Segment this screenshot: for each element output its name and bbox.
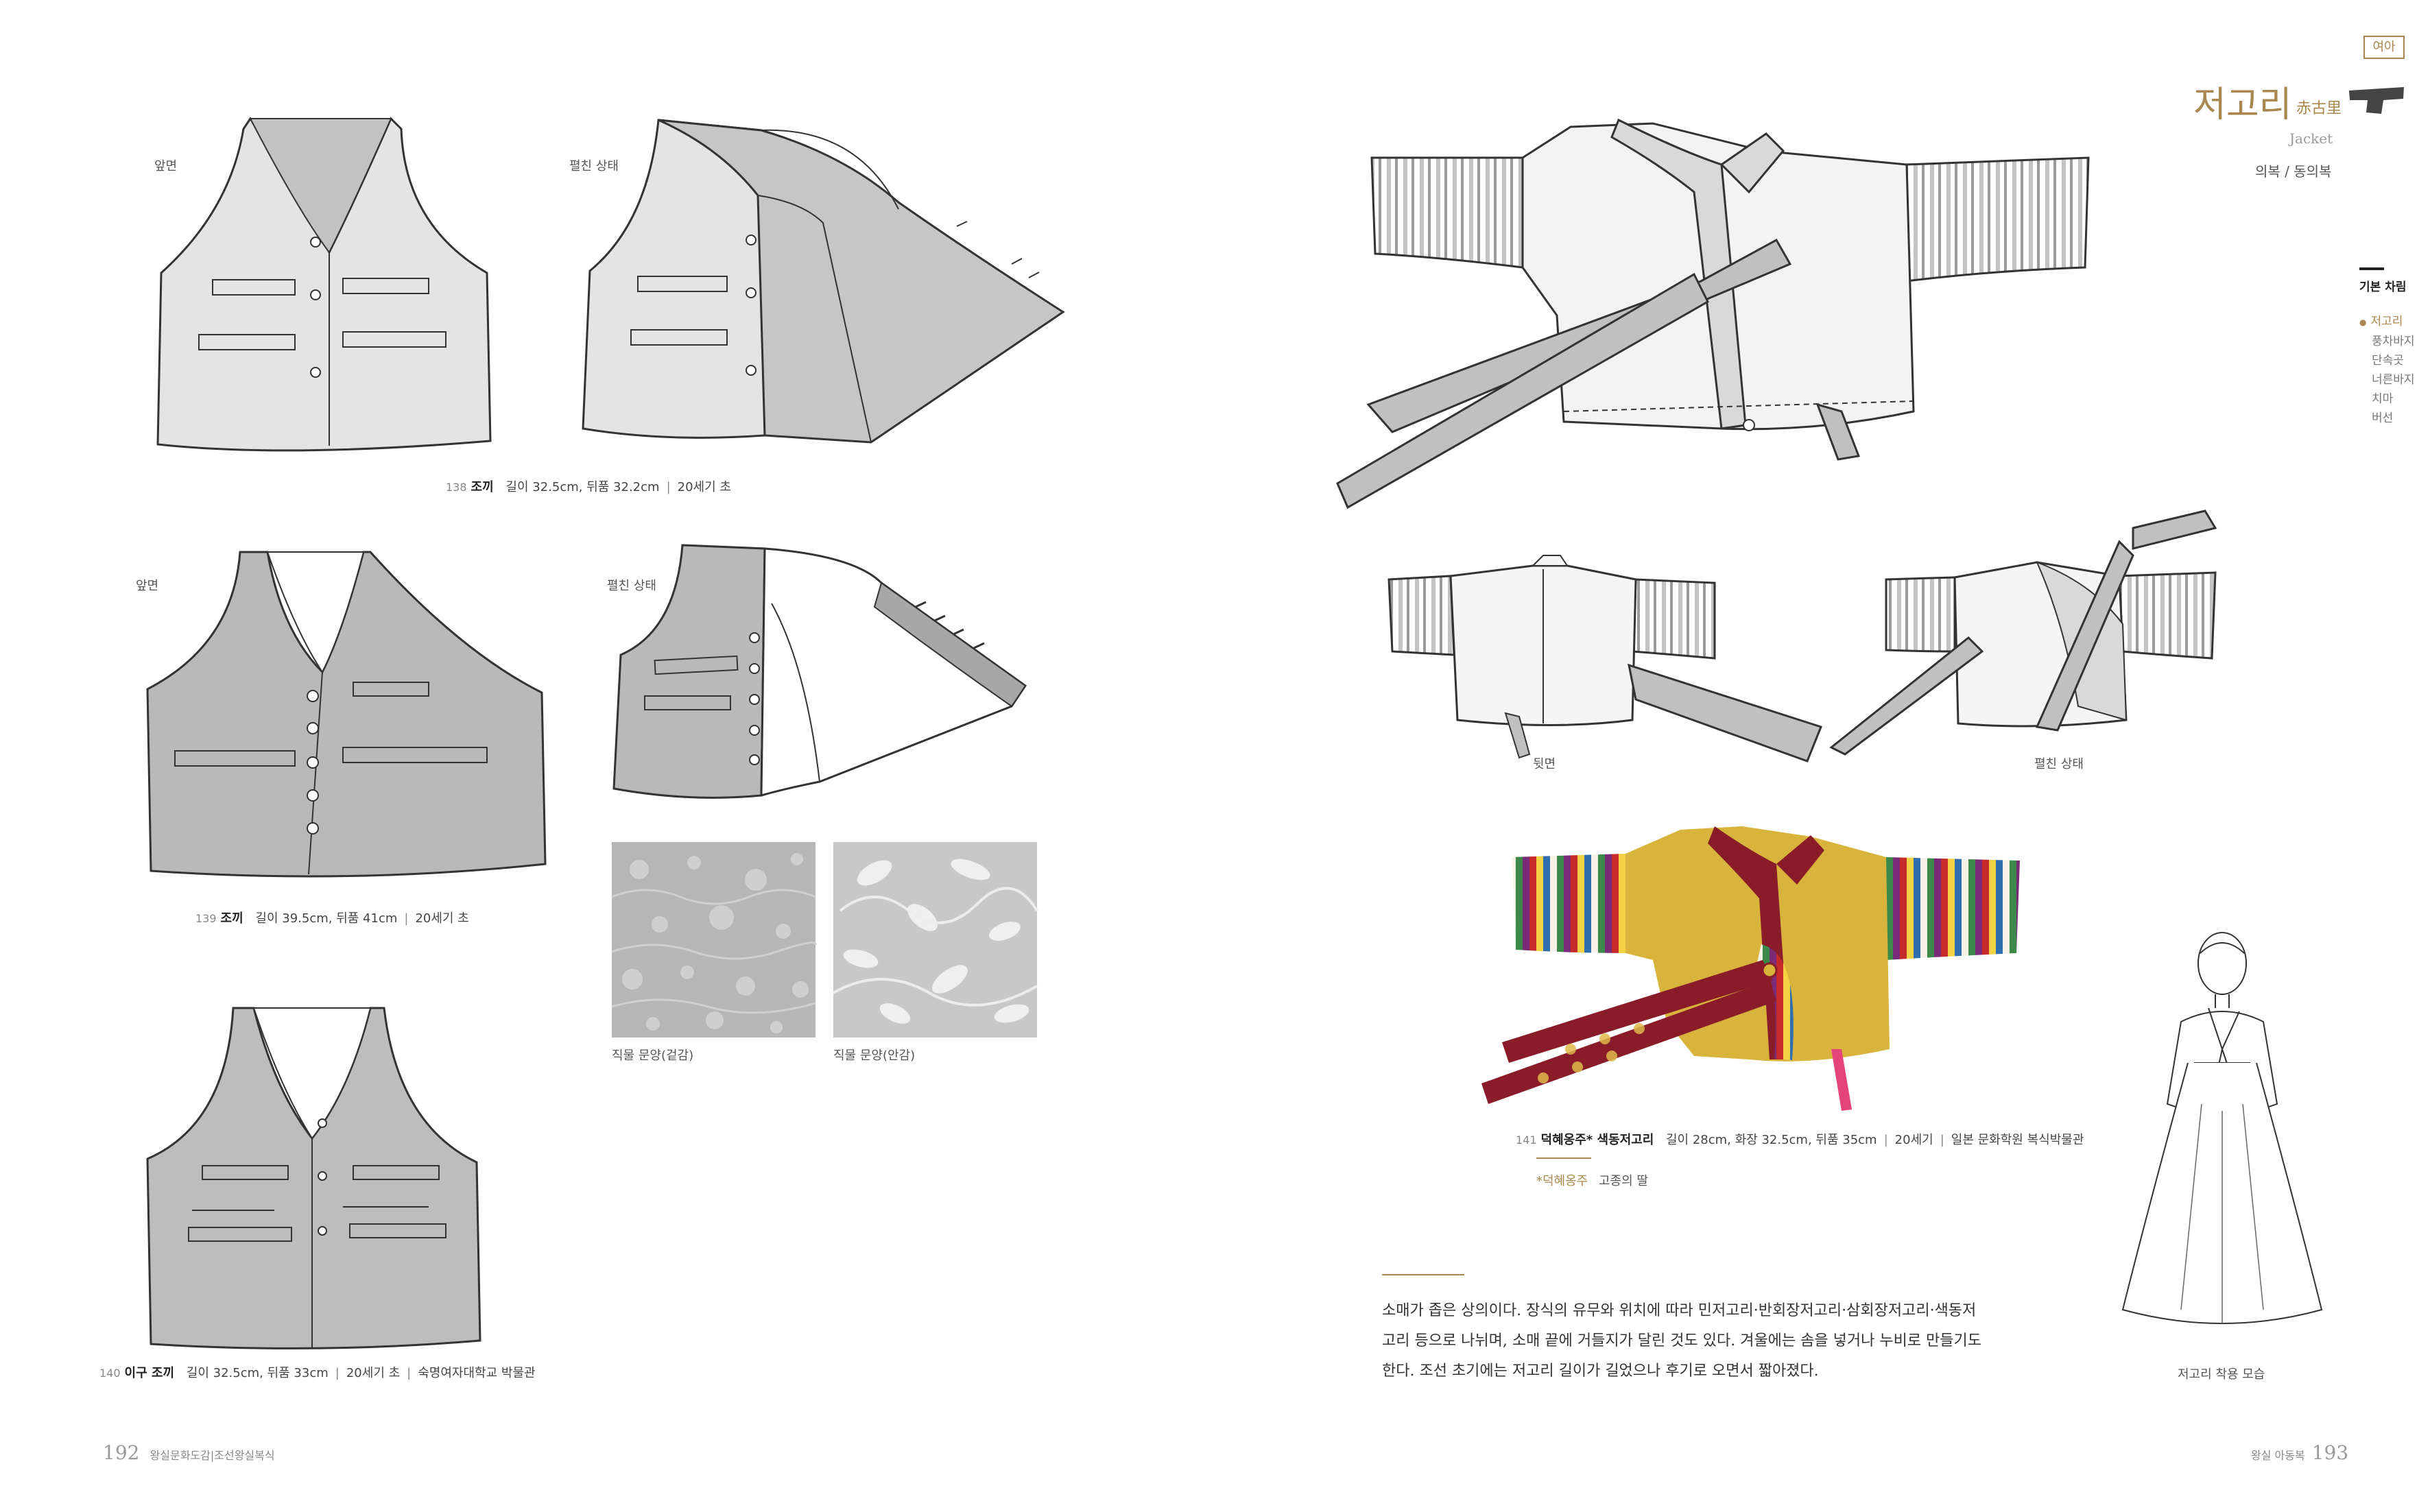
jeogori-photo bbox=[1481, 826, 2020, 1111]
page-title-en: Jacket bbox=[2289, 130, 2333, 147]
vest1-open-illustration bbox=[582, 119, 1065, 444]
vest3-front-illustration bbox=[146, 1007, 481, 1349]
page-category: 의복 / 동의복 bbox=[2255, 163, 2332, 180]
vest2-open-label: 펼친 상태 bbox=[607, 579, 656, 593]
jacket-icon bbox=[2349, 87, 2404, 114]
open-view-label: 펼친 상태 bbox=[2034, 757, 2084, 771]
side-nav: 기본 차림 ●저고리 풍차바지 단속곳 너른바지 치마 버선 bbox=[2359, 267, 2428, 428]
page-title-hanja: 赤古里 bbox=[2296, 100, 2342, 117]
body-text-line-2: 고리 등으로 나뉘며, 소매 끝에 거들지가 달린 것도 있다. 겨울에는 솜을… bbox=[1382, 1332, 1982, 1349]
side-nav-item-chima[interactable]: 치마 bbox=[2372, 392, 2394, 406]
page-title: 저고리 bbox=[2193, 84, 2292, 125]
wearing-figure-illustration bbox=[2121, 932, 2323, 1324]
side-nav-item-pungchabaji[interactable]: 풍차바지 bbox=[2372, 335, 2415, 348]
back-view-label: 뒷면 bbox=[1533, 757, 1556, 771]
side-nav-rule bbox=[2359, 267, 2384, 270]
jeogori-back-illustration bbox=[1387, 555, 1822, 763]
side-nav-item-jeogori[interactable]: ●저고리 bbox=[2359, 315, 2403, 328]
vest1-open-label: 펼친 상태 bbox=[569, 159, 619, 173]
section-tag: 여아 bbox=[2363, 36, 2405, 59]
body-text-line-1: 소매가 좁은 상의이다. 장식의 유무와 위치에 따라 민저고리·반회장저고리·… bbox=[1382, 1302, 1977, 1319]
vest2-front-illustration bbox=[146, 551, 547, 878]
side-nav-item-dansokgot[interactable]: 단속곳 bbox=[2372, 354, 2404, 368]
figure-caption: 저고리 착용 모습 bbox=[2178, 1367, 2265, 1382]
left-folio: 192 왕실문화도감|조선왕실복식 bbox=[103, 1441, 275, 1464]
vest2-open-illustration bbox=[612, 544, 1027, 799]
body-text-rule bbox=[1382, 1274, 1464, 1275]
body-text-line-3: 한다. 조선 초기에는 저고리 길이가 길었으나 후기로 오면서 짧아졌다. bbox=[1382, 1363, 1819, 1380]
fabric-outer-label: 직물 문양(겉감) bbox=[612, 1048, 694, 1063]
jeogori-front-illustration bbox=[1336, 118, 2090, 509]
body-text: 소매가 좁은 상의이다. 장식의 유무와 위치에 따라 민저고리·반회장저고리·… bbox=[1382, 1296, 1981, 1387]
jeogori-open-illustration bbox=[1829, 509, 2217, 756]
footnote: *덕혜옹주 고종의 딸 bbox=[1536, 1174, 1648, 1188]
fabric-swatch-outer bbox=[611, 842, 817, 1037]
vest2-front-label: 앞면 bbox=[136, 579, 159, 593]
fabric-inner-label: 직물 문양(안감) bbox=[833, 1048, 916, 1063]
fabric-swatch-inner bbox=[833, 842, 1038, 1037]
caption-141-rule bbox=[1536, 1157, 1591, 1159]
vest1-front-illustration bbox=[156, 117, 492, 452]
side-nav-item-neoreunbaji[interactable]: 너른바지 bbox=[2372, 373, 2415, 387]
vest1-front-label: 앞면 bbox=[154, 159, 178, 173]
side-nav-item-beoseon[interactable]: 버선 bbox=[2372, 411, 2394, 425]
side-nav-heading: 기본 차림 bbox=[2359, 280, 2407, 294]
